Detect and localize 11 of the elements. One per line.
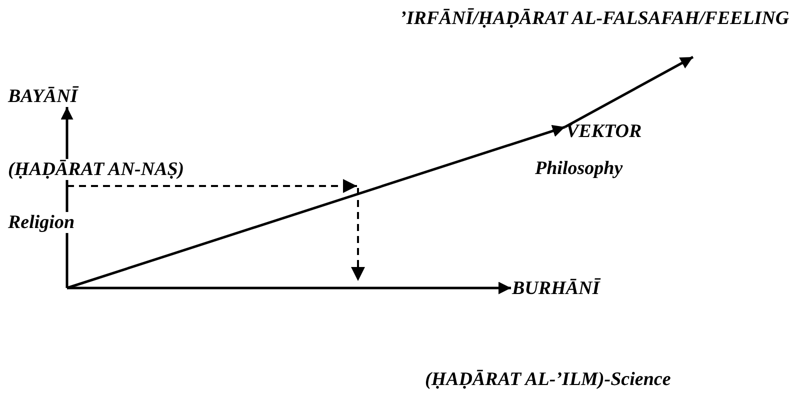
axis-label: BAYĀNĪ	[8, 86, 78, 107]
axis-label: BURHĀNĪ	[512, 278, 600, 299]
axis-caption: (ḤAḌĀRAT AN-NAṢ)	[8, 159, 184, 180]
axis-caption: Religion	[8, 212, 75, 233]
arrow	[564, 56, 694, 128]
vector-arrow	[66, 124, 566, 290]
axis-caption: (ḤAḌĀRAT AL-’ILM)-Science	[425, 369, 671, 390]
vector-caption: Philosophy	[535, 158, 623, 179]
axis-arrow	[67, 282, 511, 294]
axis-label: ’IRFĀNĪ/ḤAḌĀRAT AL-FALSAFAH/FEELING	[400, 8, 790, 29]
vector-label: VEKTOR	[566, 121, 642, 142]
